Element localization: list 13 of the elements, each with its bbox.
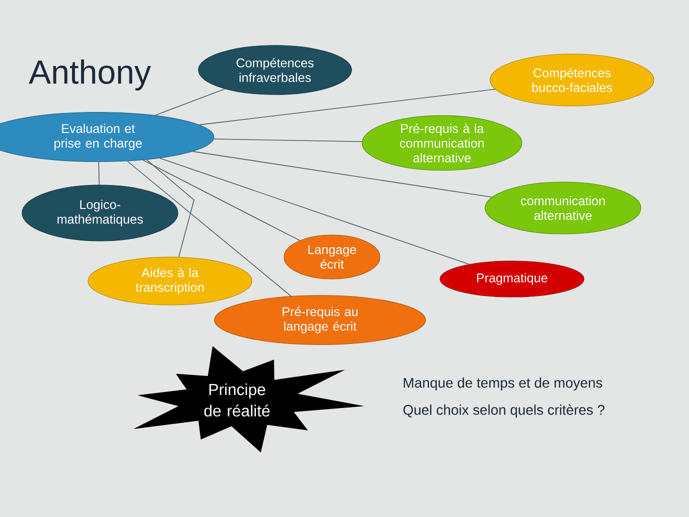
note-text: Manque de temps et de moyens [404, 377, 602, 391]
connector-line [98, 162, 100, 186]
connector-line [198, 88, 496, 126]
starburst: Principe de réalité [133, 346, 364, 452]
connector-line [213, 138, 362, 142]
connector-line [126, 160, 292, 296]
connector-line [146, 159, 194, 258]
slide-title: Anthony [28, 59, 151, 91]
connector-line [154, 88, 226, 116]
connector-line [159, 158, 470, 265]
connector-line [142, 160, 300, 241]
note-text: Quel choix selon quels critères ? [403, 404, 604, 418]
connector-line [192, 151, 492, 198]
